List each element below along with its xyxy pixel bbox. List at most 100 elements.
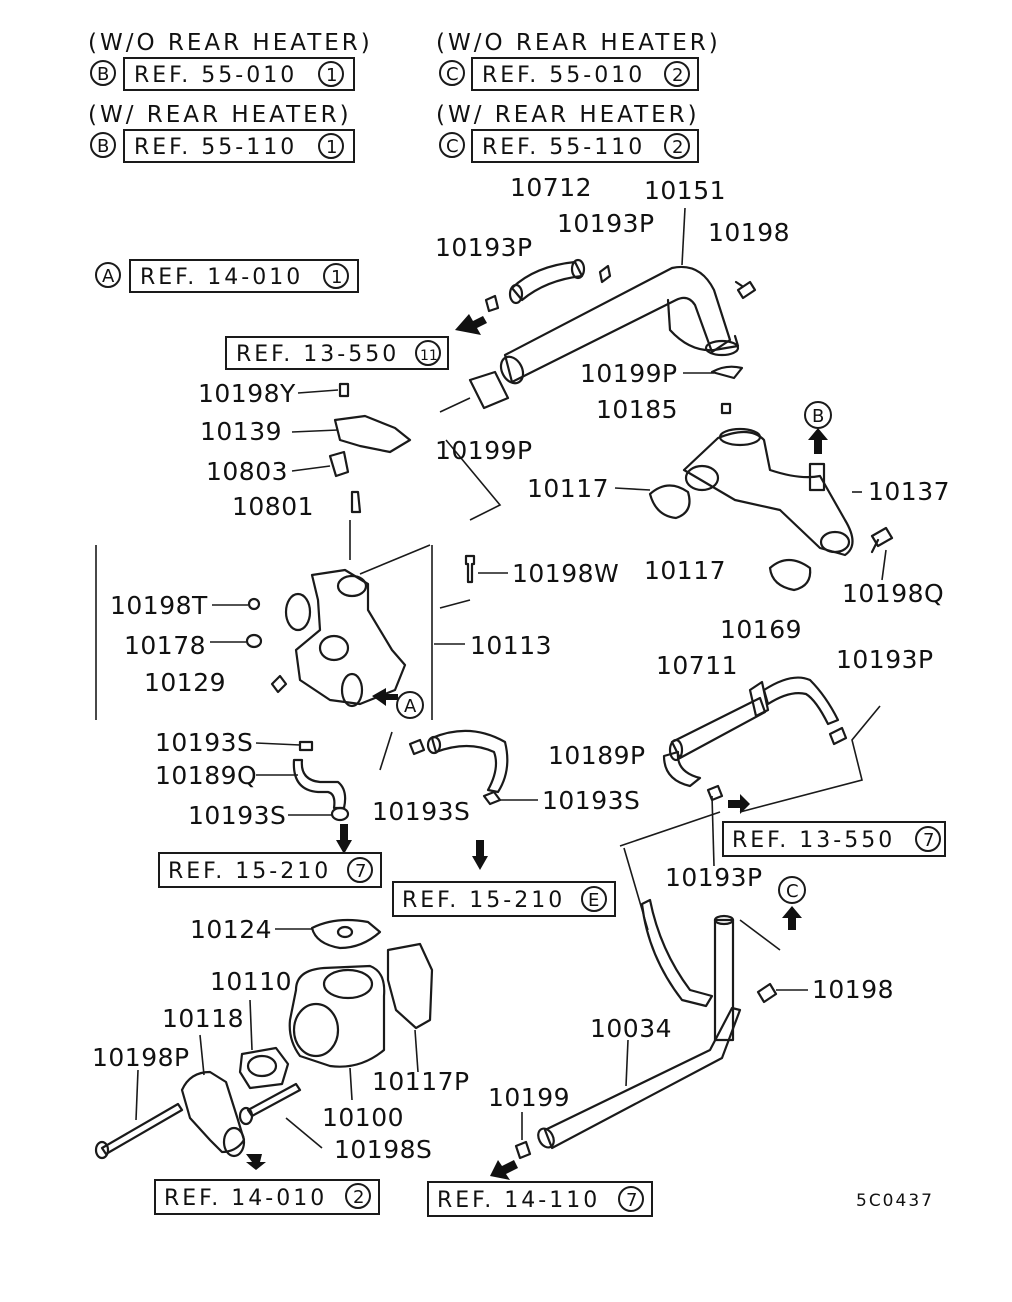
header-b-wo-ref-box[interactable]: [123, 57, 355, 91]
clamp-10193p-low[interactable]: [706, 784, 724, 802]
label-10110: 10110: [210, 967, 292, 996]
hose-upper-left[interactable]: [640, 898, 714, 1008]
label-10198-low: 10198: [812, 975, 894, 1004]
ref-15-210-num-circle-right: [581, 886, 607, 912]
label-10199p-mid: 10199P: [435, 436, 533, 465]
arrow-up-b: [808, 428, 828, 454]
ref-15-210-box-right[interactable]: [392, 881, 616, 917]
header-b-w-ref-box[interactable]: [123, 129, 355, 163]
header-c-w-num-circle: [664, 133, 690, 159]
ref-a-text: REF. 14-010: [140, 265, 303, 290]
label-10169: 10169: [720, 615, 802, 644]
header-b-w-ref: REF. 55-110: [134, 135, 297, 160]
header-c-wo-ref-box[interactable]: [471, 57, 699, 91]
hose-10712[interactable]: [508, 258, 586, 305]
ref-13-550-box-top[interactable]: [225, 336, 449, 370]
bolt-10198w[interactable]: [464, 554, 476, 584]
arrow-ref-13-550-top: [455, 314, 487, 335]
label-10124: 10124: [190, 915, 272, 944]
outlet-10118[interactable]: [180, 1070, 246, 1158]
washer-10178[interactable]: [245, 633, 263, 649]
gasket-10199p[interactable]: [468, 370, 510, 410]
gasket-10124[interactable]: [310, 918, 382, 950]
ref-a-box[interactable]: [129, 259, 359, 293]
bolt-10198p[interactable]: [100, 1102, 184, 1156]
ref-13-550-num-circle-top: [415, 340, 441, 366]
bolt-10198s[interactable]: [246, 1082, 302, 1118]
label-10100: 10100: [322, 1103, 404, 1132]
clamp-10199[interactable]: [514, 1140, 532, 1160]
hose-middle[interactable]: [426, 729, 509, 794]
label-10198y: 10198Y: [198, 379, 296, 408]
diagram-code: 5C0437: [856, 1191, 934, 1211]
sensor-10803[interactable]: [328, 450, 350, 478]
sensor-10801[interactable]: [350, 490, 362, 514]
gasket-10117-b[interactable]: [768, 558, 812, 592]
thermostat-housing-10113[interactable]: [284, 568, 407, 708]
pipe-10151[interactable]: [497, 265, 740, 387]
bolt-10198q[interactable]: [870, 526, 894, 554]
clamp-middle-left[interactable]: [408, 738, 426, 756]
ref-a-num: 1: [331, 267, 342, 288]
bolt-10198-low[interactable]: [756, 982, 778, 1004]
ref-15-210-text-left: REF. 15-210: [168, 859, 331, 884]
plug-10198t[interactable]: [247, 597, 261, 611]
part-10185[interactable]: [720, 402, 732, 415]
bracket-10139[interactable]: [333, 414, 412, 454]
label-10199p-right: 10199P: [580, 359, 678, 388]
header-c-wo-title: (W/O REAR HEATER): [436, 30, 721, 56]
marker-b-circle: [804, 401, 832, 429]
ref-13-550-box-low[interactable]: [722, 821, 946, 857]
clamp-10193p-right[interactable]: [828, 726, 848, 746]
ref-15-210-box-left[interactable]: [158, 852, 382, 888]
label-10151: 10151: [644, 176, 726, 205]
ref-14-010-num-circle-low: [345, 1183, 371, 1209]
ref-14-010-box-low[interactable]: [154, 1179, 380, 1215]
hose-10169[interactable]: [762, 676, 840, 726]
ref-15-210-num-circle-left: [347, 857, 373, 883]
header-b-w-num: 1: [326, 137, 337, 158]
marker-a-circle: [396, 691, 424, 719]
arrow-up-c: [782, 906, 802, 930]
water-pump-10100[interactable]: [288, 964, 386, 1068]
clamp-10193p-top[interactable]: [598, 264, 612, 284]
gasket-10117p[interactable]: [386, 942, 434, 1030]
ref-14-010-num-low: 2: [353, 1187, 364, 1208]
pipe-10711[interactable]: [668, 680, 770, 762]
clamp-10193p-left[interactable]: [484, 294, 500, 313]
header-b-wo-num-circle: [318, 61, 344, 87]
water-outlet-10137[interactable]: [682, 427, 854, 557]
header-b-w-num-circle: [318, 133, 344, 159]
water-pipe-10034[interactable]: [535, 914, 742, 1150]
marker-b-letter: B: [812, 406, 824, 427]
thermostat-10110[interactable]: [238, 1046, 290, 1090]
gasket-10199p-right[interactable]: [710, 365, 744, 380]
ref-15-210-num-left: 7: [355, 861, 366, 882]
ref-14-110-text: REF. 14-110: [437, 1188, 600, 1213]
hose-10189p[interactable]: [662, 750, 702, 788]
clamp-10193s-right[interactable]: [482, 790, 502, 806]
bolt-10198-top[interactable]: [734, 280, 757, 300]
label-10117p: 10117P: [372, 1067, 470, 1096]
ref-13-550-text-low: REF. 13-550: [732, 828, 895, 853]
bolt-10198y[interactable]: [338, 382, 350, 398]
gasket-10117-a[interactable]: [648, 484, 691, 520]
arrow-ref-14-010-low: [246, 1154, 266, 1170]
ref-14-110-box[interactable]: [427, 1181, 653, 1217]
header-b-wo-letter: B: [97, 64, 109, 85]
header-c-wo-letter: C: [446, 64, 459, 85]
header-c-w-ref-box[interactable]: [471, 129, 699, 163]
ref-13-550-num-low: 7: [923, 830, 934, 851]
label-10185: 10185: [596, 395, 678, 424]
label-10189q: 10189Q: [155, 761, 257, 790]
label-10178: 10178: [124, 631, 206, 660]
label-10117-b: 10117: [644, 556, 726, 585]
hose-10189q[interactable]: [292, 740, 347, 810]
header-b-w-circle: [90, 132, 116, 158]
arrow-ref-15-210-e: [472, 840, 488, 870]
part-10129[interactable]: [270, 674, 288, 694]
bolt-10198p-head: [94, 1140, 110, 1160]
clamp-10193s-lower[interactable]: [330, 806, 350, 822]
label-10193s-1: 10193S: [155, 728, 253, 757]
